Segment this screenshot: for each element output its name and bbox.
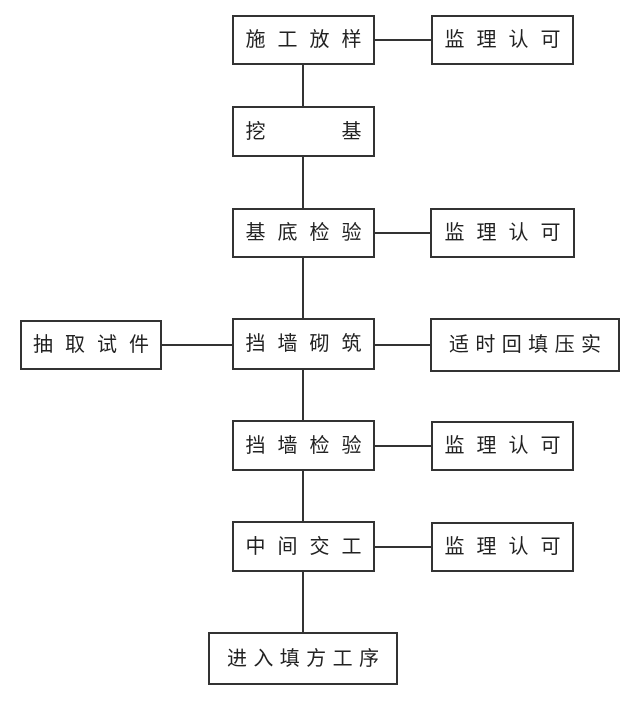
node-supervisor-approval-2: 监理认可 — [430, 208, 575, 258]
node-excavation: 挖 基 — [232, 106, 375, 157]
node-label: 基底检验 — [245, 222, 374, 244]
node-retaining-wall-inspection: 挡墙检验 — [232, 420, 375, 471]
node-label: 挡墙检验 — [245, 434, 374, 457]
node-label: 监理认可 — [444, 29, 573, 51]
node-intermediate-handover: 中间交工 — [232, 521, 375, 572]
node-supervisor-approval-3: 监理认可 — [431, 421, 574, 471]
connector-horizontal-row5 — [375, 445, 431, 447]
node-supervisor-approval-1: 监理认可 — [431, 15, 574, 65]
connector-vertical-5 — [302, 471, 304, 521]
node-label: 施工放样 — [245, 29, 374, 51]
node-construction-setting-out: 施工放样 — [232, 15, 375, 65]
connector-horizontal-row3 — [375, 232, 430, 234]
connector-vertical-6 — [302, 572, 304, 632]
node-label: 进入填方工序 — [226, 647, 386, 670]
node-label: 中间交工 — [245, 535, 374, 558]
node-label: 挖 基 — [245, 120, 374, 143]
node-timely-backfill-compaction: 适时回填压实 — [430, 318, 620, 372]
node-label: 挡墙砌筑 — [245, 333, 374, 355]
node-label: 监理认可 — [444, 536, 573, 558]
node-label: 适时回填压实 — [448, 334, 608, 356]
connector-vertical-2 — [302, 157, 304, 208]
connector-vertical-3 — [302, 258, 304, 318]
node-label: 监理认可 — [444, 435, 573, 457]
connector-horizontal-row1 — [375, 39, 431, 41]
connector-vertical-1 — [302, 65, 304, 106]
connector-horizontal-row4-right — [375, 344, 430, 346]
node-sample-extraction: 抽取试件 — [20, 320, 162, 370]
node-retaining-wall-masonry: 挡墙砌筑 — [232, 318, 375, 370]
node-foundation-inspection: 基底检验 — [232, 208, 375, 258]
node-proceed-to-filling: 进入填方工序 — [208, 632, 398, 685]
node-supervisor-approval-4: 监理认可 — [431, 522, 574, 572]
node-label: 监理认可 — [444, 222, 573, 244]
connector-horizontal-row6 — [375, 546, 431, 548]
node-label: 抽取试件 — [33, 334, 161, 356]
connector-vertical-4 — [302, 370, 304, 420]
connector-horizontal-row4-left — [162, 344, 232, 346]
